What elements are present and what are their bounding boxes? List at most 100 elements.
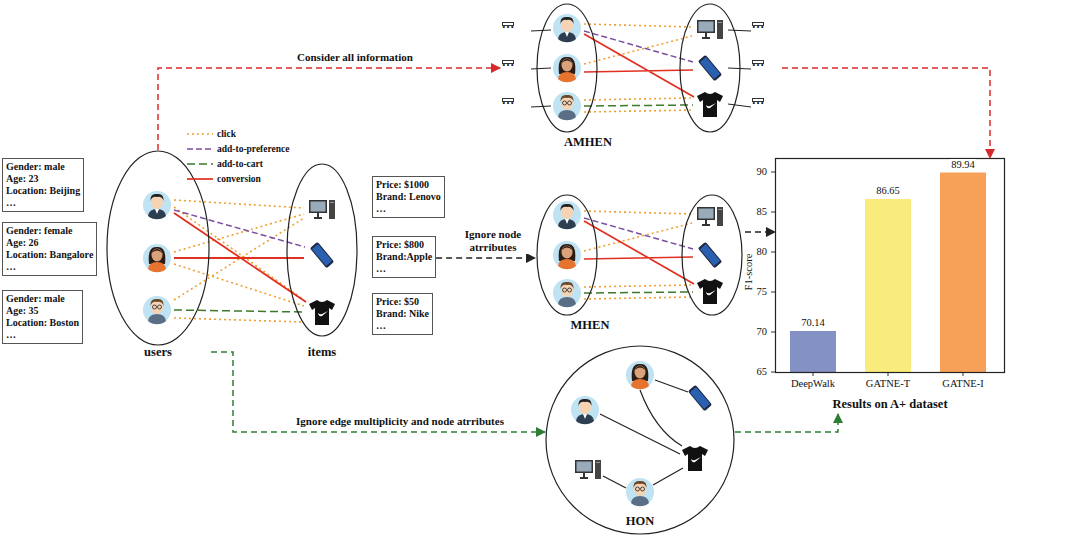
attribute-text: … [376,263,432,275]
mhen-group: MHEN [535,193,745,339]
item-attribute-box: Price: $800Brand:Apple… [372,236,436,278]
ellipsis-box: … [502,60,514,64]
attribute-text: Location: Beijing [6,185,80,197]
attribute-text: Age: 26 [6,237,93,249]
bar-value: 89.94 [950,159,976,171]
user-attribute-box: Gender: maleAge: 35Location: Boston… [2,290,83,344]
legend-text: conversion [217,174,261,184]
item-attribute-box: Price: $50Brand: Nike… [372,293,433,335]
heterogeneous-graph-part [143,191,171,219]
edge-label: Consider all information [295,51,415,64]
bar-chart-part [865,199,911,372]
dashed-connector [735,414,838,432]
hon-graph-part [600,380,688,488]
tick-label: 85 [756,206,769,218]
outline-shape [546,346,734,534]
dashed-connector [782,68,990,158]
legend-item: click [186,126,289,141]
legend-sample [186,174,214,184]
bar-chart [771,172,986,376]
outline [105,150,211,364]
hon-graph-part-part [600,380,688,488]
outline-shape [680,4,740,132]
ellipsis-box: … [752,98,764,102]
tick-label: 65 [756,366,769,378]
outline-shape [107,151,209,345]
ellipsis-box: … [752,22,764,26]
heterogeneous-graph-part [143,244,171,272]
item-attribute-box: Price: $1000Brand: Lenovo… [372,176,445,218]
outline [545,345,735,535]
attribute-text: Gender: male [6,293,79,305]
attribute-text: Gender: male [6,161,80,173]
dashed-connector [745,231,775,233]
bar-chart-part [790,331,836,372]
attribute-text: Age: 35 [6,305,79,317]
legend-line [187,133,213,135]
category-label: GATNE-I [941,378,984,390]
heterogeneous-graph-part-part [174,310,304,312]
ellipsis-box: … [502,98,514,102]
legend: click add-to-preference add-to-cart convers… [186,126,289,186]
hon-graph-part [626,361,654,389]
user-attribute-box: Gender: femaleAge: 26Location: Bangalore… [2,222,97,276]
heterogeneous-graph-part [143,296,171,324]
attribute-text: … [6,261,93,273]
bar-value: 70.14 [800,317,826,329]
legend-text: add-to-cart [217,159,263,169]
heterogeneous-graph-part [309,300,335,325]
attribute-text: … [6,329,79,341]
attribute-text: … [376,203,441,215]
hon-graph-part [571,396,599,424]
dashed-connector [158,68,500,150]
tick-label: 70 [756,326,769,338]
legend-sample [186,129,214,139]
legend-text: add-to-preference [217,144,289,154]
group-label: AMHEN [564,135,612,150]
heterogeneous-graph-part [174,200,304,322]
outline-shape [537,195,597,315]
user-attribute-box: Gender: maleAge: 23Location: Beijing… [2,158,84,212]
legend-sample [186,144,214,154]
attribute-text: … [752,17,765,31]
legend-line [187,148,213,150]
heterogeneous-graph-part-part [174,200,304,322]
attribute-text: Brand: Lenovo [376,191,441,203]
dashed-connector [436,257,535,259]
legend-item: conversion [186,171,289,186]
group-label: Results on A+ dataset [832,397,947,412]
mhen-graph [553,201,723,307]
attribute-text: Gender: female [6,225,93,237]
ellipsis-box: … [502,22,514,26]
edge-label: Ignore edge multiplicity and node atrrib… [294,415,506,428]
hon-graph-part [688,385,712,411]
legend-text: click [217,129,236,139]
bar-chart-part [771,172,963,376]
attribute-text: … [752,93,765,107]
outline-shape [287,164,357,336]
attribute-text: Price: $50 [376,296,429,308]
attribute-text: … [502,55,515,69]
attribute-text: Age: 23 [6,173,80,185]
hon-graph-part [575,460,601,479]
attribute-text: Location: Bangalore [6,249,93,261]
tick-label: 90 [756,166,769,178]
outline [286,163,358,363]
outline-shape [682,195,742,315]
heterogeneous-graph-part [309,200,335,219]
heterogeneous-graph [143,191,335,325]
amhen-graph-part [553,14,723,120]
tick-label: 80 [756,246,769,258]
heterogeneous-graph-part [310,242,334,268]
heterogeneous-graph-part [174,310,304,312]
legend-line [187,178,213,180]
attribute-text: … [752,55,765,69]
axis-title: F1-score [743,253,755,292]
hon-graph-part [682,446,708,471]
amhen-graph [531,14,751,120]
category-label: GATNE-T [865,378,911,390]
items-ellipse: items [286,163,358,363]
bar-chart-part [940,173,986,373]
attribute-text: Price: $1000 [376,179,441,191]
